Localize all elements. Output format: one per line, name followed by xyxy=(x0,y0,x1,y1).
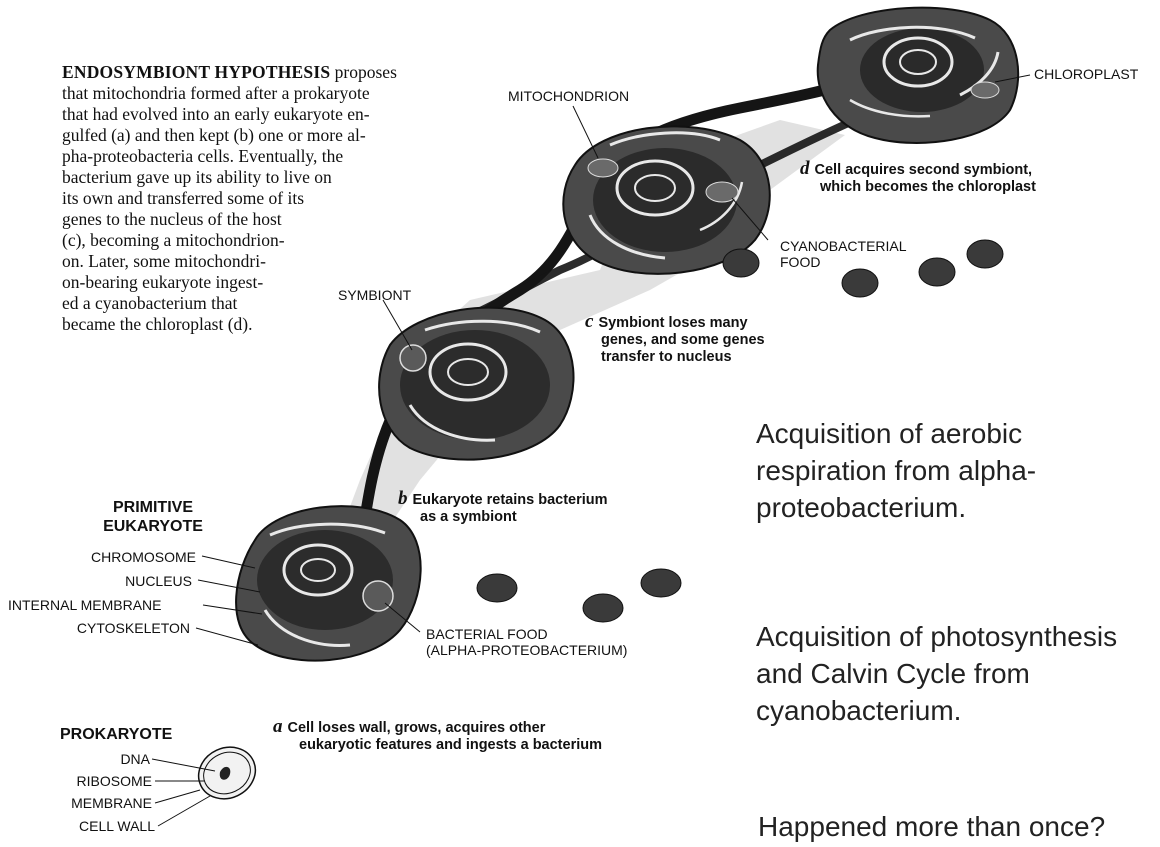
label-membrane: MEMBRANE xyxy=(71,795,152,811)
intro-line: that had evolved into an early eukaryote… xyxy=(62,104,442,125)
bacterial-food-group xyxy=(477,569,681,622)
intro-line: genes to the nucleus of the host xyxy=(62,209,442,230)
label-internal-membrane: INTERNAL MEMBRANE xyxy=(8,597,162,613)
note-line: Acquisition of photosynthesis xyxy=(756,618,1117,655)
primitive-eukaryote-cell xyxy=(236,506,421,661)
label-symbiont: SYMBIONT xyxy=(338,287,411,303)
note-line: cyanobacterium. xyxy=(756,692,1117,729)
intro-line: became the chloroplast (d). xyxy=(62,314,442,335)
note-question: Happened more than once? xyxy=(758,808,1105,845)
step-letter: d xyxy=(800,158,810,179)
intro-line: proposes xyxy=(330,62,397,82)
heading-line: PRIMITIVE xyxy=(88,498,218,517)
step-letter: c xyxy=(585,311,593,332)
label-ribosome: RIBOSOME xyxy=(77,773,152,789)
step-line: transfer to nucleus xyxy=(585,349,765,366)
intro-line: on. Later, some mitochondri- xyxy=(62,251,442,272)
label-line: FOOD xyxy=(780,254,907,270)
step-line: Symbiont loses many xyxy=(598,315,747,331)
step-letter: b xyxy=(398,488,408,509)
intro-line: (c), becoming a mitochondrion- xyxy=(62,230,442,251)
heading-primitive-eukaryote: PRIMITIVE EUKARYOTE xyxy=(88,498,218,536)
note-photosynthesis: Acquisition of photosynthesis and Calvin… xyxy=(756,618,1117,729)
step-line: which becomes the chloroplast xyxy=(800,179,1036,196)
step-c-caption: c Symbiont loses many genes, and some gen… xyxy=(585,313,765,366)
step-line: Eukaryote retains bacterium xyxy=(413,492,608,508)
label-cyanobacterial-food: CYANOBACTERIAL FOOD xyxy=(780,238,907,270)
heading-prokaryote: PROKARYOTE xyxy=(60,725,172,744)
intro-line: pha-proteobacteria cells. Eventually, th… xyxy=(62,146,442,167)
step-line: Cell acquires second symbiont, xyxy=(815,162,1033,178)
note-line: Acquisition of aerobic xyxy=(756,415,1036,452)
step-line: as a symbiont xyxy=(398,509,608,526)
label-line: CYANOBACTERIAL xyxy=(780,238,907,254)
label-cell-wall: CELL WALL xyxy=(79,818,155,834)
intro-lead: ENDOSYMBIONT HYPOTHESIS xyxy=(62,62,330,82)
step-line: Cell loses wall, grows, acquires other xyxy=(288,720,546,736)
heading-line: EUKARYOTE xyxy=(88,517,218,536)
step-d-caption: d Cell acquires second symbiont, which be… xyxy=(800,160,1036,196)
label-dna: DNA xyxy=(120,751,150,767)
note-aerobic-respiration: Acquisition of aerobic respiration from … xyxy=(756,415,1036,526)
label-line: (ALPHA-PROTEOBACTERIUM) xyxy=(426,642,627,658)
label-line: BACTERIAL FOOD xyxy=(426,626,627,642)
chloroplast-stage-cell xyxy=(818,8,1018,143)
step-letter: a xyxy=(273,716,283,737)
intro-line: that mitochondria formed after a prokary… xyxy=(62,83,442,104)
prokaryote-cell xyxy=(190,738,264,808)
step-line: genes, and some genes xyxy=(585,332,765,349)
note-line: proteobacterium. xyxy=(756,489,1036,526)
intro-line: gulfed (a) and then kept (b) one or more… xyxy=(62,125,442,146)
intro-line: bacterium gave up its ability to live on xyxy=(62,167,442,188)
step-line: eukaryotic features and ingests a bacter… xyxy=(273,737,602,754)
note-line: respiration from alpha- xyxy=(756,452,1036,489)
intro-line: its own and transferred some of its xyxy=(62,188,442,209)
label-bacterial-food: BACTERIAL FOOD (ALPHA-PROTEOBACTERIUM) xyxy=(426,626,627,658)
label-mitochondrion: MITOCHONDRION xyxy=(508,88,629,104)
label-chloroplast: CHLOROPLAST xyxy=(1034,66,1138,82)
note-line: and Calvin Cycle from xyxy=(756,655,1117,692)
label-chromosome: CHROMOSOME xyxy=(91,549,196,565)
label-cytoskeleton: CYTOSKELETON xyxy=(77,620,190,636)
label-nucleus: NUCLEUS xyxy=(125,573,192,589)
step-b-caption: b Eukaryote retains bacterium as a symbio… xyxy=(398,490,608,526)
